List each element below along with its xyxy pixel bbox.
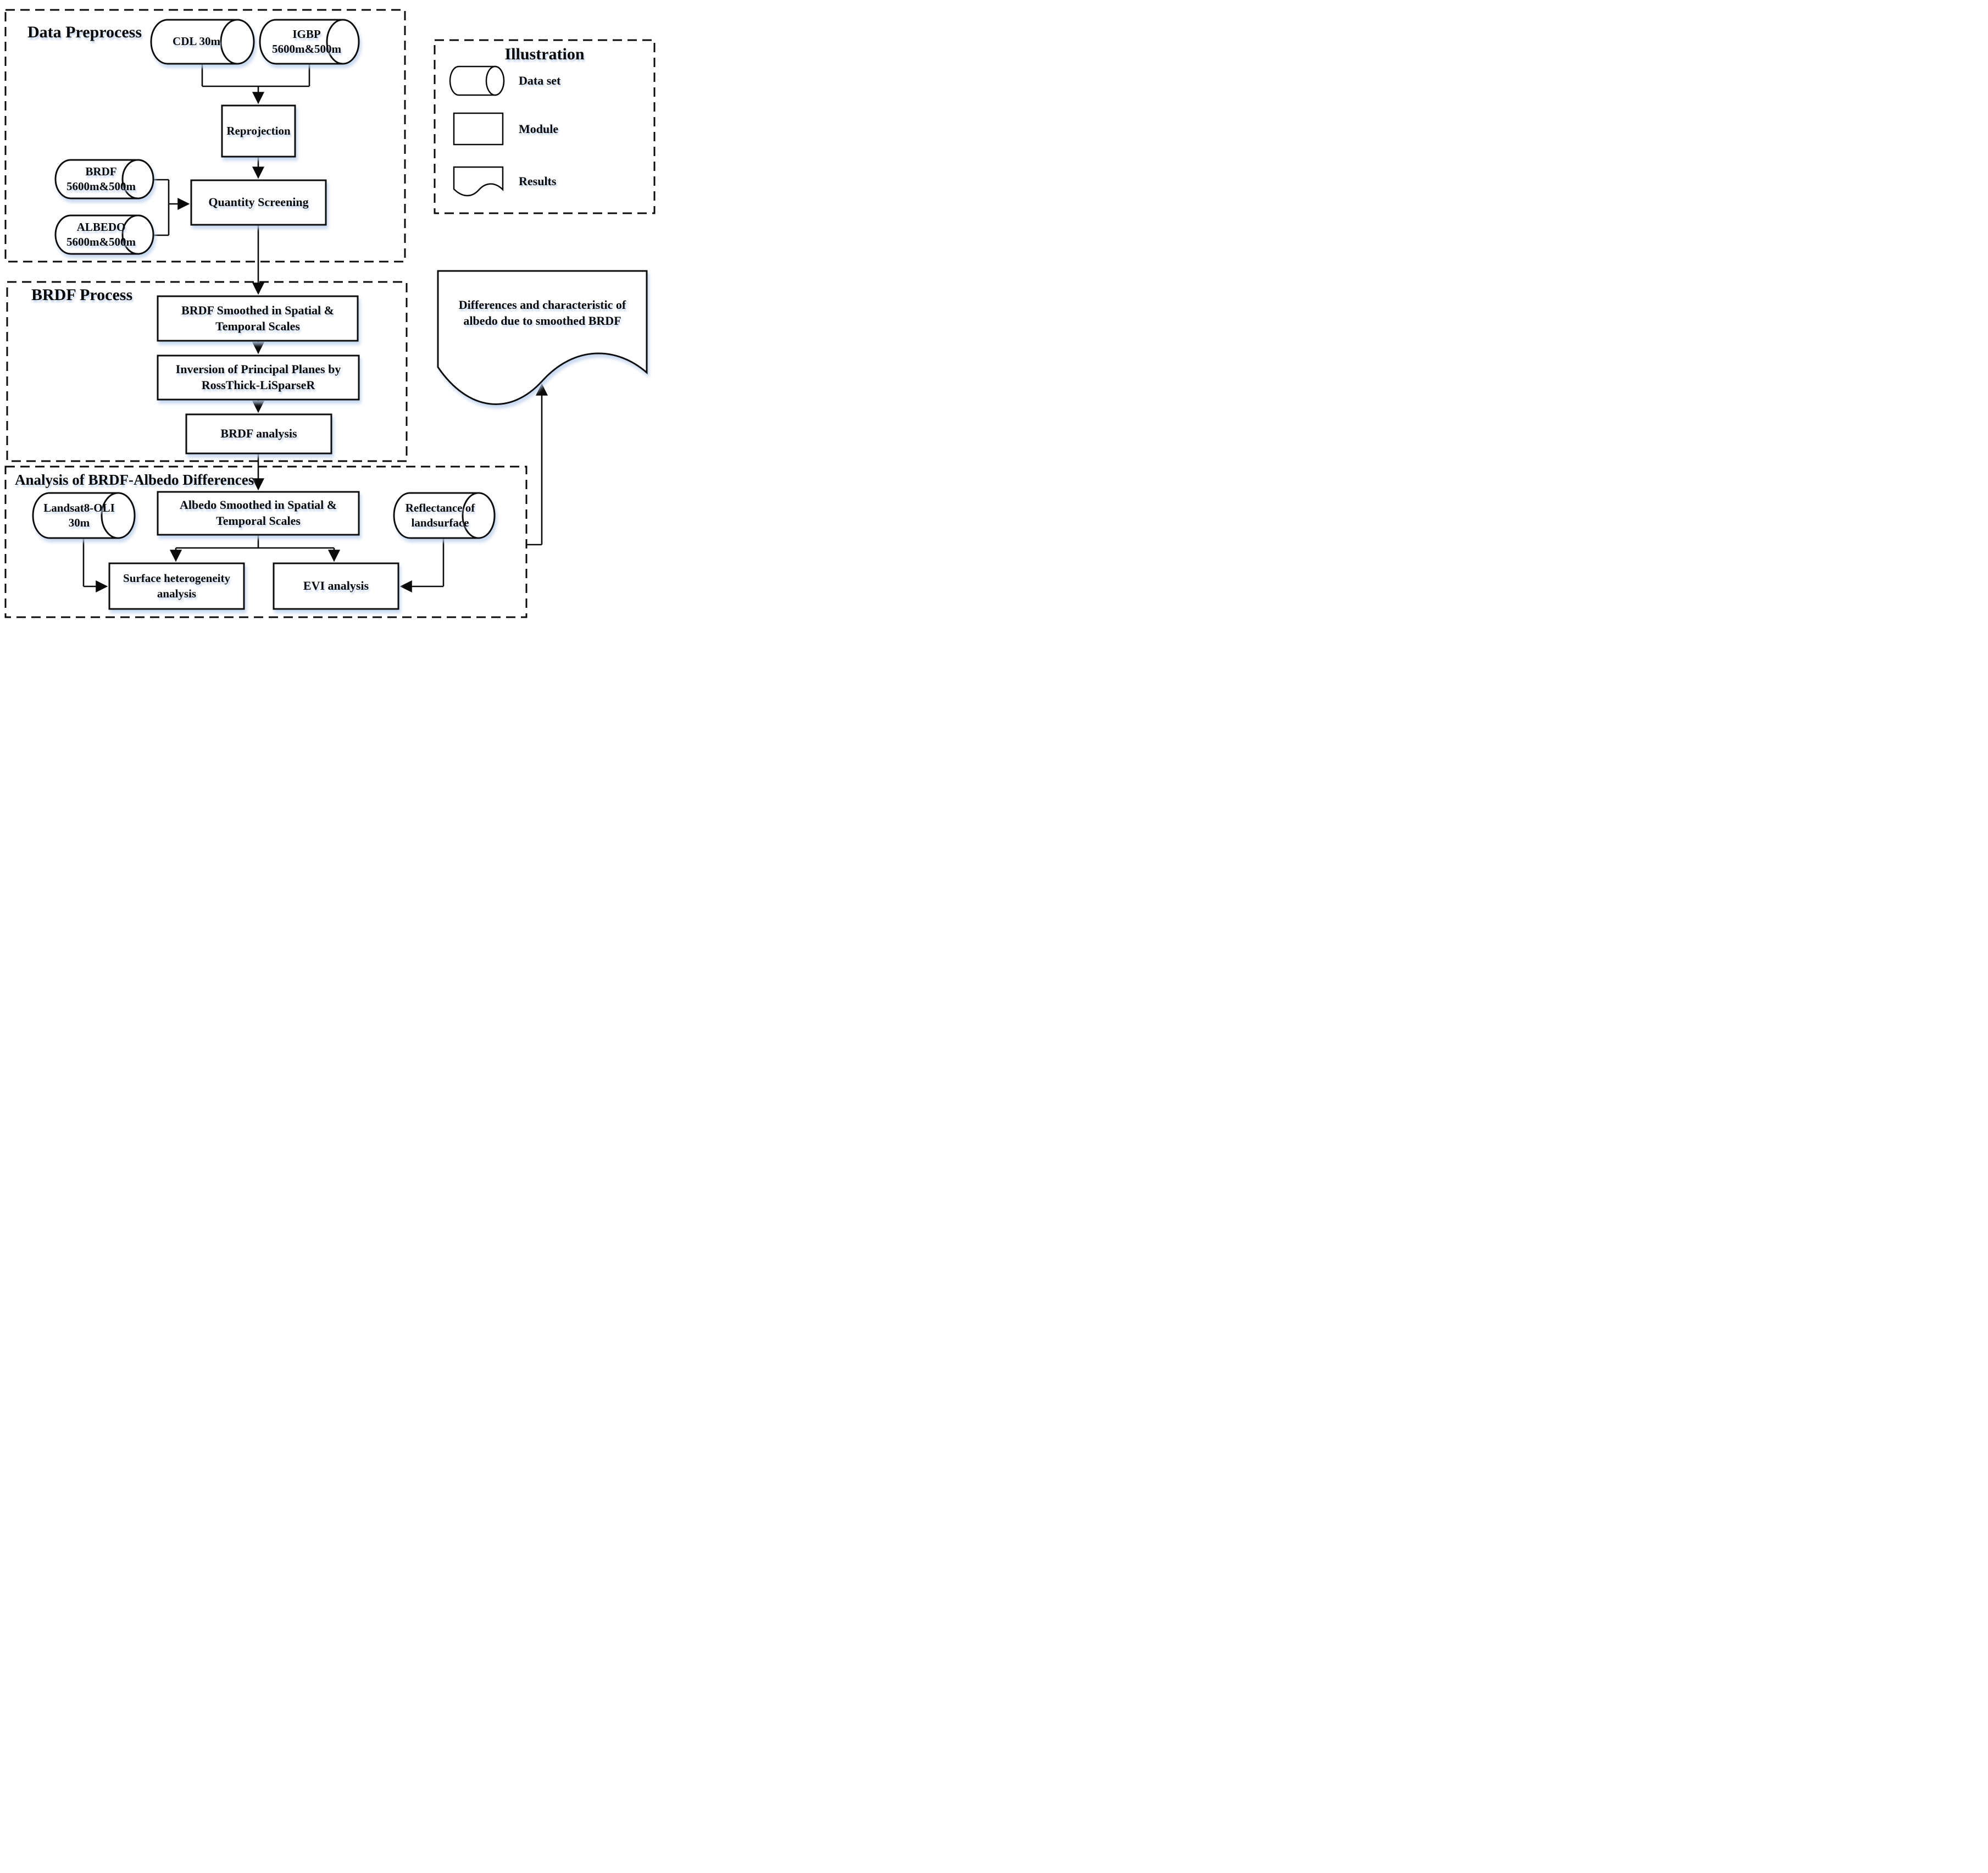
igbp-label: IGBP 5600m&500m xyxy=(272,27,341,56)
section-illustration-border xyxy=(434,39,656,214)
reprojection-box xyxy=(221,104,296,158)
legend-label-module: Module xyxy=(519,122,559,136)
albedo-cylinder xyxy=(54,214,154,255)
reflectance-cylinder xyxy=(393,492,496,539)
brdf-cylinder xyxy=(54,159,154,200)
albedo-smoothed-label: Albedo Smoothed in Spatial & Temporal Sc… xyxy=(179,498,337,528)
brdf-label: BRDF 5600m&500m xyxy=(66,164,136,193)
reflectance-label: Reflectance of landsurface xyxy=(405,501,475,529)
section-analysis-border xyxy=(4,466,527,618)
quantity-screening-box xyxy=(190,179,327,226)
section-brdf-process-border xyxy=(6,281,408,462)
arrow-reflectance-to-evi xyxy=(402,539,445,586)
cdl-cylinder xyxy=(150,19,255,65)
albedo-label: ALBEDO 5600m&500m xyxy=(66,220,136,248)
surface-heterogeneity-box xyxy=(108,562,245,610)
evi-analysis-box xyxy=(273,562,399,610)
legend-results-document-icon xyxy=(453,166,504,197)
quantity-screening-label: Quantity Screening xyxy=(208,195,309,209)
arrow-analysis-to-results xyxy=(526,385,542,546)
section-title-data-preprocess: Data Preprocess xyxy=(27,23,142,41)
igbp-cylinder xyxy=(259,19,360,65)
brdf-analysis-box xyxy=(185,413,332,455)
section-title-brdf-process: BRDF Process xyxy=(31,286,133,304)
albedo-smoothed-box xyxy=(157,491,360,536)
connector-brdf-albedo-bracket xyxy=(153,179,170,236)
section-title-illustration: Illustration xyxy=(504,45,585,63)
brdf-smoothed-label: BRDF Smoothed in Spatial & Temporal Scal… xyxy=(181,303,334,333)
legend-module-rectangle-icon xyxy=(453,112,504,146)
evi-analysis-label: EVI analysis xyxy=(303,579,369,593)
reprojection-label: Reprojection xyxy=(226,124,291,137)
inversion-label: Inversion of Principal Planes by RossThi… xyxy=(175,362,341,392)
flowchart-canvas: Data Preprocess BRDF Process Analysis of… xyxy=(0,0,663,624)
arrow-landsat-to-surface xyxy=(82,539,106,586)
landsat8-oli-cylinder xyxy=(32,492,136,539)
surface-heterogeneity-label: Surface heterogeneity analysis xyxy=(123,572,230,600)
landsat8-oli-label: Landsat8-OLI 30m xyxy=(43,501,115,529)
section-title-analysis: Analysis of BRDF-Albedo Differences xyxy=(15,472,254,488)
results-label: Differences and characteristic of albedo… xyxy=(458,297,626,328)
diagram-shapes-layer xyxy=(4,9,656,618)
connector-cdl-igbp-merge xyxy=(201,64,310,87)
connector-albedo-branch xyxy=(176,535,334,549)
cdl-label: CDL 30m xyxy=(173,35,220,48)
legend-label-data-set: Data set xyxy=(519,74,561,87)
brdf-analysis-label: BRDF analysis xyxy=(220,426,297,441)
section-data-preprocess-border xyxy=(4,9,406,263)
legend-label-results: Results xyxy=(519,174,557,188)
legend-dataset-cylinder-icon xyxy=(449,65,505,96)
inversion-box xyxy=(157,354,360,401)
brdf-smoothed-box xyxy=(157,295,359,342)
results-document-shape xyxy=(437,270,648,405)
